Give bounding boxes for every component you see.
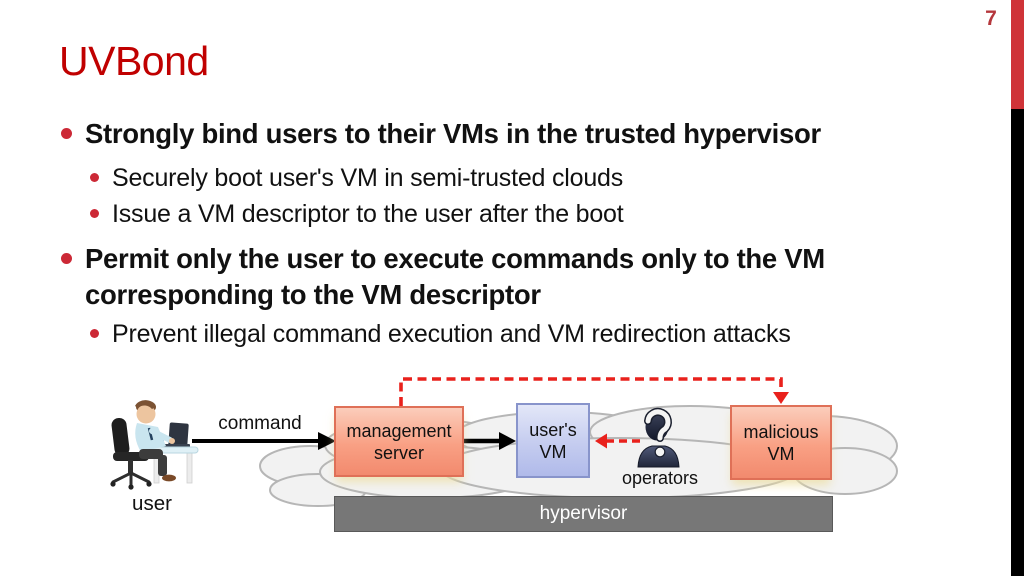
users-vm-label-line2: VM [539,441,567,462]
command-label: command [218,413,302,434]
bullet-item: Strongly bind users to their VMs in the … [61,116,1005,152]
operators-label: operators [621,468,699,488]
malicious-vm-box: malicious VM [730,405,832,480]
bullet-marker-icon [61,253,72,264]
bullet-marker-icon [90,173,99,182]
server-to-vm-arrow [464,432,516,450]
users-vm-box: user's VM [516,403,590,478]
bullet-item: Securely boot user's VM in semi-trusted … [90,162,852,195]
bullet-item: Prevent illegal command execution and VM… [90,318,912,351]
bullet-marker-icon [90,209,99,218]
page-number: 7 [985,7,997,30]
bullet-marker-icon [90,329,99,338]
malicious-vm-label-line1: malicious [743,421,819,442]
user-clipart-icon [110,400,199,490]
operators-icon [637,407,680,468]
user-label: user [132,492,172,515]
bullet-text: Issue a VM descriptor to the user after … [112,200,624,228]
bullet-text: Permit only the user to execute commands… [85,243,825,310]
malicious-vm-label-line2: VM [767,443,795,464]
management-server-box: management server [334,406,464,477]
management-server-label-line1: management [346,420,452,441]
edge-bar-red [1011,0,1024,109]
bullet-item: Issue a VM descriptor to the user after … [90,198,852,231]
edge-bar-black [1011,109,1024,576]
management-server-label-line2: server [373,442,424,463]
users-vm-label-line1: user's [529,419,577,440]
bullet-text: Securely boot user's VM in semi-trusted … [112,164,624,192]
bullet-text: Strongly bind users to their VMs in the … [85,118,821,149]
bullet-item: Permit only the user to execute commands… [61,241,945,313]
operators-to-vm-dashed-arrow [595,433,640,449]
slide-title: UVBond [59,38,209,84]
bullet-marker-icon [61,128,72,139]
hypervisor-bar: hypervisor [334,496,833,532]
bullet-text: Prevent illegal command execution and VM… [112,320,791,348]
redirection-dashed-arrow [399,377,789,406]
